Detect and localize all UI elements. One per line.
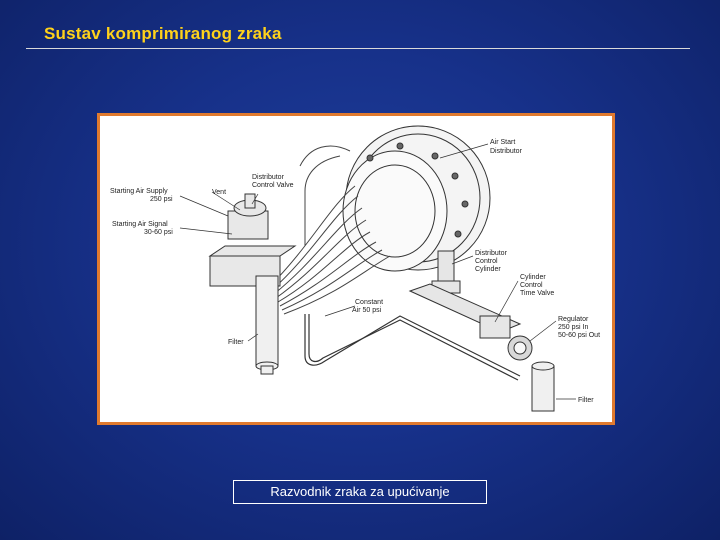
air-start-system-diagram: Air Start Distributor Distributor Contro… (110, 125, 600, 412)
svg-text:Time Valve: Time Valve (520, 290, 554, 297)
label-const-1: Constant (355, 299, 383, 306)
label-distributor: Distributor (490, 148, 523, 155)
label-air-start: Air Start (490, 139, 515, 146)
diagram-frame: Air Start Distributor Distributor Contro… (97, 113, 615, 425)
svg-text:Cylinder: Cylinder (475, 266, 501, 273)
svg-text:Cylinder: Cylinder (520, 274, 546, 281)
label-vent: Vent (212, 189, 226, 196)
svg-text:250 psi: 250 psi (150, 196, 173, 203)
svg-text:Constant: Constant (355, 299, 383, 306)
filter-left-unit (255, 275, 279, 375)
slide-title: Sustav komprimiranog zraka (44, 24, 282, 43)
svg-text:250 psi In: 250 psi In (558, 324, 588, 331)
svg-text:Control Valve: Control Valve (252, 182, 294, 189)
label-reg-2: 250 psi In (558, 324, 588, 331)
svg-text:Starting Air Supply: Starting Air Supply (110, 188, 168, 195)
label-reg-1: Regulator (558, 316, 589, 323)
svg-text:Starting Air Signal: Starting Air Signal (112, 221, 168, 228)
diagram-labels: Air Start Distributor Distributor Contro… (110, 139, 600, 404)
svg-text:Distributor: Distributor (252, 174, 285, 181)
svg-text:Distributor: Distributor (490, 148, 523, 155)
svg-text:Air Start: Air Start (490, 139, 515, 146)
label-supply-2: 250 psi (150, 196, 173, 203)
svg-text:Air 50 psi: Air 50 psi (352, 307, 382, 314)
label-cyl-2: Control (475, 258, 498, 265)
air-start-distributor-disc (342, 125, 491, 272)
title-divider (26, 48, 690, 49)
supply-pipe (304, 314, 521, 381)
svg-text:50-60 psi Out: 50-60 psi Out (558, 332, 600, 339)
distributor-control-valve (208, 193, 297, 287)
label-signal-2: 30-60 psi (144, 229, 173, 236)
label-const-2: Air 50 psi (352, 307, 382, 314)
svg-text:Control: Control (520, 282, 543, 289)
label-cyl-1: Distributor (475, 250, 508, 257)
figure-caption: Razvodnik zraka za upućivanje (233, 480, 487, 504)
label-signal-1: Starting Air Signal (112, 221, 168, 228)
label-dcv-2: Control Valve (252, 182, 294, 189)
label-reg-3: 50-60 psi Out (558, 332, 600, 339)
label-cyl-3: Cylinder (475, 266, 501, 273)
svg-text:Control: Control (475, 258, 498, 265)
distributor-control-cylinder (408, 250, 533, 361)
svg-text:30-60 psi: 30-60 psi (144, 229, 173, 236)
filter-right-unit (531, 361, 555, 412)
label-filter-right: Filter (578, 397, 594, 404)
label-time-2: Control (520, 282, 543, 289)
svg-text:Distributor: Distributor (475, 250, 508, 257)
label-dcv-1: Distributor (252, 174, 285, 181)
svg-text:Regulator: Regulator (558, 316, 589, 323)
label-time-1: Cylinder (520, 274, 546, 281)
label-supply-1: Starting Air Supply (110, 188, 168, 195)
leader-lines (179, 143, 576, 400)
label-filter-left: Filter (228, 339, 244, 346)
pipe-bundle (269, 145, 391, 315)
label-time-3: Time Valve (520, 290, 554, 297)
